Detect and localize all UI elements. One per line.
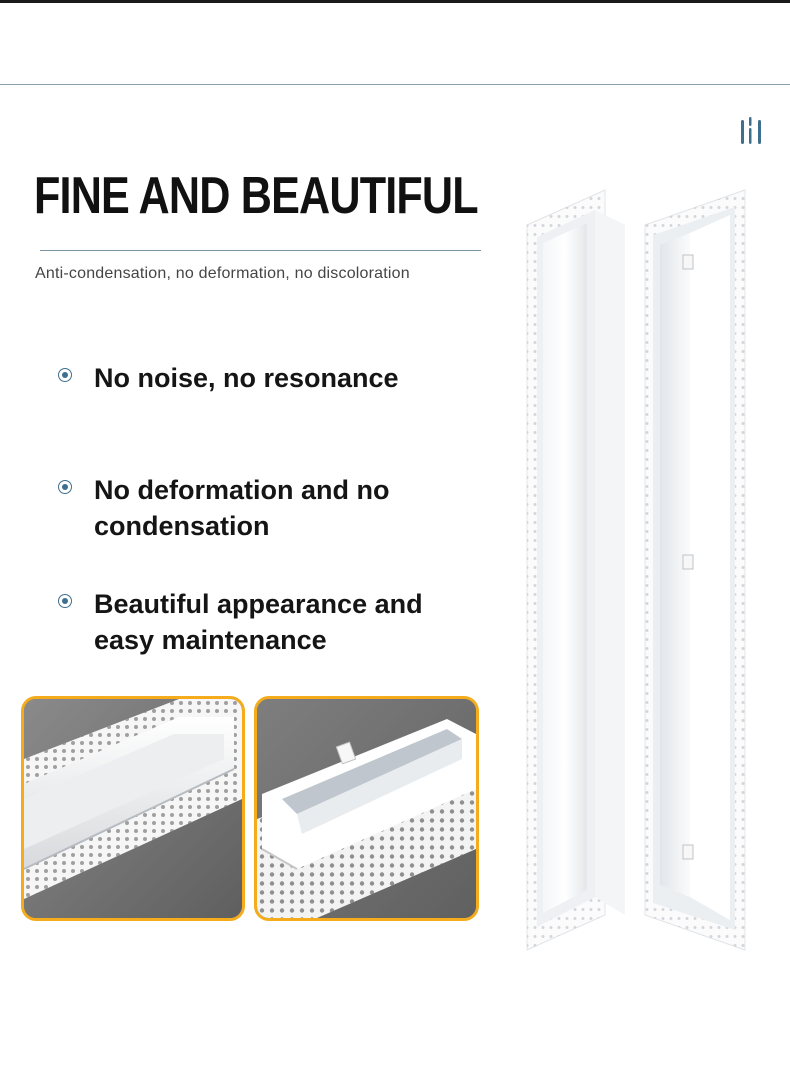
feature-item: No deformation and no condensation [58, 472, 454, 544]
feature-text: Beautiful appearance and easy maintenanc… [94, 589, 423, 655]
detail-image-left [21, 696, 245, 921]
radio-bullet-icon [58, 368, 72, 382]
header-divider [0, 84, 790, 85]
vent-open-corner-closeup-image [257, 699, 476, 918]
feature-item: No noise, no resonance [58, 360, 454, 396]
page-headline: FINE AND BEAUTIFUL [34, 167, 479, 225]
headline-divider [40, 250, 481, 251]
detail-image-right [254, 696, 479, 921]
linear-vent-product-image [526, 189, 746, 951]
feature-item: Beautiful appearance and easy maintenanc… [58, 586, 454, 658]
vent-logo-icon [741, 117, 761, 144]
vent-corner-closeup-image [24, 699, 242, 918]
top-border [0, 0, 790, 3]
feature-text: No deformation and no condensation [94, 475, 390, 541]
feature-text: No noise, no resonance [94, 363, 399, 393]
radio-bullet-icon [58, 594, 72, 608]
page-subtitle: Anti-condensation, no deformation, no di… [35, 265, 410, 282]
radio-bullet-icon [58, 480, 72, 494]
